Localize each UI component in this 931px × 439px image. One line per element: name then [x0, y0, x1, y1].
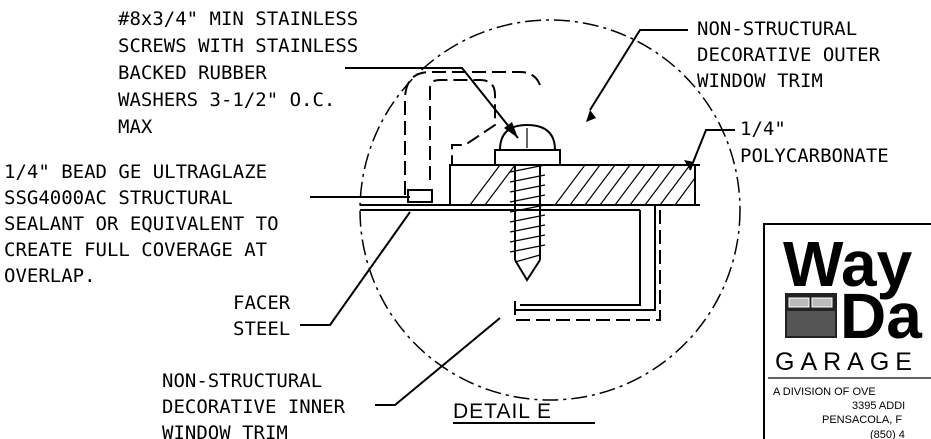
svg-text:OVERLAP.: OVERLAP. — [4, 265, 96, 287]
svg-text:CREATE FULL COVERAGE AT: CREATE FULL COVERAGE AT — [4, 239, 267, 261]
svg-text:3395 ADDI: 3395 ADDI — [852, 400, 905, 412]
svg-text:(850) 4: (850) 4 — [870, 429, 905, 439]
detail-circle — [359, 19, 741, 401]
svg-text:A DIVISION OF OVE: A DIVISION OF OVE — [773, 386, 876, 398]
svg-text:SSG4000AC STRUCTURAL: SSG4000AC STRUCTURAL — [4, 187, 233, 209]
svg-text:WINDOW TRIM: WINDOW TRIM — [162, 422, 288, 439]
leader-lines — [300, 29, 735, 406]
detail-title: DETAIL E — [453, 400, 552, 423]
outer-trim-outline-inner — [404, 71, 541, 195]
screw-head — [498, 123, 557, 151]
svg-text:DECORATIVE INNER: DECORATIVE INNER — [162, 396, 346, 418]
callout-outer-trim: NON-STRUCTURAL DECORATIVE OUTER WINDOW T… — [697, 18, 881, 92]
svg-text:STEEL: STEEL — [233, 318, 290, 340]
svg-text:Way: Way — [783, 228, 913, 300]
svg-text:BACKED RUBBER: BACKED RUBBER — [118, 62, 267, 84]
sealant-bead — [407, 189, 433, 203]
outer-trim-outline — [429, 79, 496, 180]
facer-steel-return — [515, 205, 656, 311]
svg-text:FACER: FACER — [233, 292, 291, 314]
company-logo: Way Da GARAGE A DIVISION OF OVE 3395 ADD… — [763, 223, 931, 439]
svg-text:GARAGE: GARAGE — [775, 348, 918, 376]
callout-sealant: 1/4" BEAD GE ULTRAGLAZE SSG4000AC STRUCT… — [4, 161, 279, 287]
svg-text:WINDOW TRIM: WINDOW TRIM — [697, 70, 823, 92]
callout-polycarbonate: 1/4" POLYCARBONATE — [740, 118, 889, 167]
svg-text:1/4" BEAD GE ULTRAGLAZE: 1/4" BEAD GE ULTRAGLAZE — [4, 161, 267, 183]
polycarbonate-panel — [449, 164, 696, 206]
screw-threads — [509, 164, 546, 263]
svg-text:MAX: MAX — [118, 116, 153, 138]
svg-text:DECORATIVE OUTER: DECORATIVE OUTER — [697, 44, 881, 66]
svg-text:NON-STRUCTURAL: NON-STRUCTURAL — [162, 370, 322, 392]
svg-text:NON-STRUCTURAL: NON-STRUCTURAL — [697, 18, 857, 40]
screw-shank — [514, 165, 541, 282]
svg-text:PENSACOLA, F: PENSACOLA, F — [822, 414, 902, 426]
svg-text:SEALANT OR EQUIVALENT TO: SEALANT OR EQUIVALENT TO — [4, 213, 279, 235]
svg-text:POLYCARBONATE: POLYCARBONATE — [740, 145, 889, 167]
callout-inner-trim: NON-STRUCTURAL DECORATIVE INNER WINDOW T… — [162, 370, 346, 439]
inner-trim-outline — [514, 210, 661, 321]
svg-text:WASHERS 3-1/2" O.C.: WASHERS 3-1/2" O.C. — [118, 89, 335, 111]
svg-text:#8x3/4" MIN STAINLESS: #8x3/4" MIN STAINLESS — [118, 8, 358, 30]
svg-text:Da: Da — [840, 280, 922, 352]
callout-facer-steel: FACER STEEL — [233, 292, 291, 340]
screw-washer — [494, 149, 561, 166]
callout-screws: #8x3/4" MIN STAINLESS SCREWS WITH STAINL… — [118, 8, 358, 138]
polycarbonate-hatch — [469, 164, 696, 206]
svg-text:SCREWS WITH STAINLESS: SCREWS WITH STAINLESS — [118, 35, 358, 57]
svg-text:1/4": 1/4" — [740, 118, 786, 140]
